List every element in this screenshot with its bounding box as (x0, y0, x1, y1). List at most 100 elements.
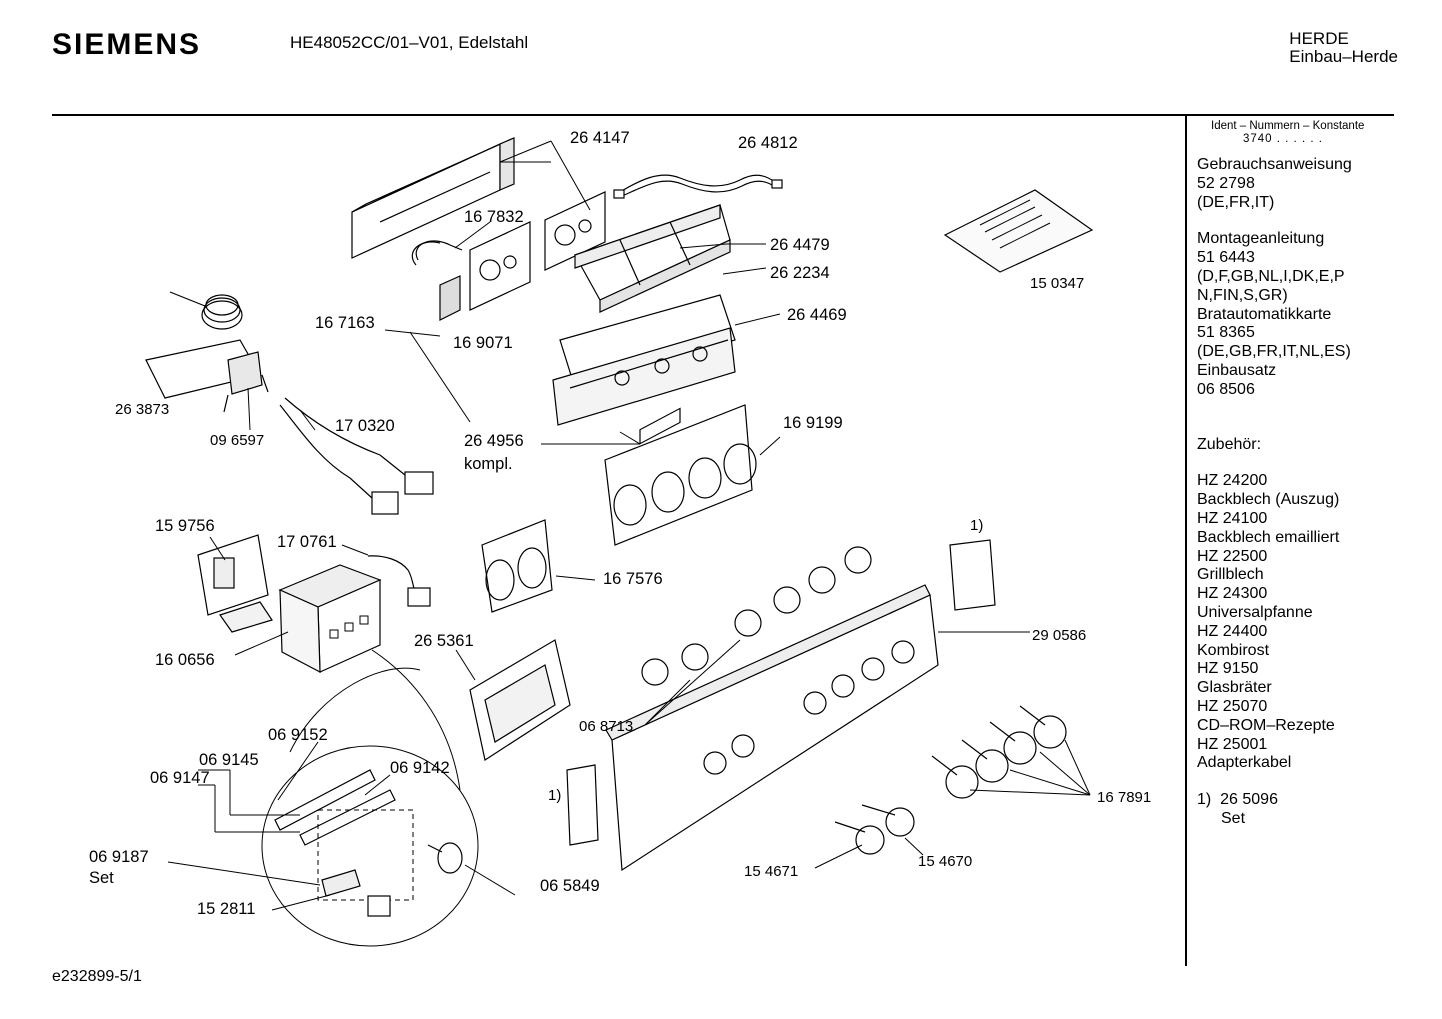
accessory-code: HZ 25070 (1197, 697, 1268, 715)
bracket-right-drawing (949, 539, 996, 611)
label-264812: 26 4812 (738, 134, 798, 152)
label-159756: 15 9756 (155, 517, 215, 535)
label-167891: 16 7891 (1097, 789, 1151, 806)
label-footnote-1-top: 1) (970, 517, 983, 534)
part-169199-drawing (604, 404, 757, 546)
knobs-1546-drawing (834, 804, 915, 855)
accessory-name: Grillblech (1197, 566, 1264, 584)
accessory-code: HZ 24400 (1197, 622, 1268, 640)
drawing-id: e232899-5/1 (52, 968, 142, 985)
montage-languages-2: N,FIN,S,GR) (1197, 286, 1288, 304)
footnote-marker: 1) (1197, 791, 1212, 809)
header-divider (52, 114, 1394, 116)
label-264479: 26 4479 (770, 236, 830, 254)
label-262234: 26 2234 (770, 264, 830, 282)
label-069187-set: Set (89, 869, 114, 887)
detail-circle-drawing (261, 649, 479, 947)
part-170320-drawing (279, 397, 434, 515)
label-068713: 06 8713 (579, 718, 633, 735)
part-160656-drawing (278, 564, 382, 674)
accessory-code: HZ 22500 (1197, 547, 1268, 565)
label-167832: 16 7832 (464, 208, 524, 226)
brat-number: 51 8365 (1197, 324, 1255, 342)
label-096597: 09 6597 (210, 432, 264, 449)
label-264469: 26 4469 (787, 306, 847, 324)
accessory-code: HZ 24200 (1197, 472, 1268, 490)
category-line-1: HERDE (1289, 29, 1349, 48)
montage-languages-1: (D,F,GB,NL,I,DK,E,P (1197, 267, 1345, 285)
label-290586: 29 0586 (1032, 627, 1086, 644)
part-150347-drawing (943, 189, 1094, 273)
accessory-name: Kombirost (1197, 641, 1270, 659)
label-069147: 06 9147 (150, 769, 210, 787)
montage-title: Montageanleitung (1197, 230, 1325, 248)
label-264956-kompl: kompl. (464, 455, 513, 473)
gebrauch-number: 52 2798 (1197, 174, 1255, 192)
label-265361: 26 5361 (414, 632, 474, 650)
label-167576: 16 7576 (603, 570, 663, 588)
switch-assembly-drawing (411, 191, 606, 321)
part-264479-drawing (574, 204, 731, 313)
footnote-line: 1) 26 5096 (1197, 791, 1397, 810)
label-263873: 26 3873 (115, 401, 169, 418)
ident-value: 3740 . . . . . . (1243, 133, 1323, 145)
accessory-name: CD–ROM–Rezepte (1197, 716, 1335, 734)
knobs-167891-drawing (931, 705, 1067, 799)
label-169071: 16 9071 (453, 334, 513, 352)
part-263873-drawing (145, 291, 269, 413)
part-167576-drawing (481, 519, 553, 613)
label-154670: 15 4670 (918, 853, 972, 870)
leader-lines (167, 140, 1091, 911)
gebrauch-languages: (DE,FR,IT) (1197, 193, 1275, 211)
part-264147-drawing (351, 137, 515, 259)
label-160656: 16 0656 (155, 651, 215, 669)
accessory-code: HZ 25001 (1197, 735, 1268, 753)
brat-title: Bratautomatikkarte (1197, 305, 1332, 323)
ident-title: Ident – Nummern – Konstante (1211, 120, 1365, 132)
montage-number: 51 6443 (1197, 249, 1255, 267)
label-069187: 06 9187 (89, 848, 149, 866)
category-line-2: Einbau–Herde (1289, 47, 1398, 66)
accessory-name: Glasbräter (1197, 679, 1272, 697)
label-152811: 15 2811 (197, 900, 255, 918)
label-154671: 15 4671 (744, 863, 798, 880)
brat-languages: (DE,GB,FR,IT,NL,ES) (1197, 343, 1351, 361)
label-065849: 06 5849 (540, 877, 600, 895)
accessory-code: HZ 9150 (1197, 660, 1259, 678)
category-label: HERDE Einbau–Herde (1289, 30, 1398, 66)
label-170320: 17 0320 (335, 417, 395, 435)
accessory-name: Backblech emailliert (1197, 528, 1340, 546)
label-069142: 06 9142 (390, 759, 450, 777)
bracket-left-drawing (566, 764, 599, 846)
einbau-title: Einbausatz (1197, 361, 1277, 379)
sidebar-divider (1185, 116, 1187, 966)
exploded-parts-diagram: 26 4147 26 4812 16 7832 26 4479 26 2234 … (89, 129, 1151, 947)
footnote-text: Set (1221, 809, 1246, 827)
label-169199: 16 9199 (783, 414, 843, 432)
label-150347: 15 0347 (1030, 275, 1084, 292)
model-title: HE48052CC/01–V01, Edelstahl (290, 33, 529, 52)
brand-logo: SIEMENS (52, 28, 202, 61)
label-069145: 06 9145 (199, 751, 259, 769)
part-159756-drawing (197, 534, 273, 633)
zubehoer-title: Zubehör: (1197, 435, 1262, 453)
accessory-code: HZ 24300 (1197, 585, 1268, 603)
einbau-number: 06 8506 (1197, 380, 1255, 398)
knob-rings-drawing (641, 546, 872, 686)
label-167163: 16 7163 (315, 314, 375, 332)
accessory-code: HZ 24100 (1197, 509, 1268, 527)
footnote-number: 26 5096 (1220, 791, 1278, 809)
gebrauch-title: Gebrauchsanweisung (1197, 156, 1352, 173)
label-264956: 26 4956 (464, 432, 524, 450)
part-264812-drawing (613, 174, 783, 199)
label-footnote-1-left: 1) (548, 787, 561, 804)
label-069152: 06 9152 (268, 726, 328, 744)
accessory-name: Adapterkabel (1197, 754, 1292, 772)
accessory-name: Universalpfanne (1197, 603, 1313, 621)
accessory-name: Backblech (Auszug) (1197, 491, 1340, 509)
part-265361-drawing (469, 639, 571, 761)
part-264469-drawing (552, 294, 736, 426)
part-170761-drawing (367, 555, 431, 607)
parts-info-sidebar: Ident – Nummern – Konstante 3740 . . . .… (1197, 120, 1397, 829)
accessory-list: HZ 24200 Backblech (Auszug) HZ 24100 Bac… (1197, 472, 1397, 773)
